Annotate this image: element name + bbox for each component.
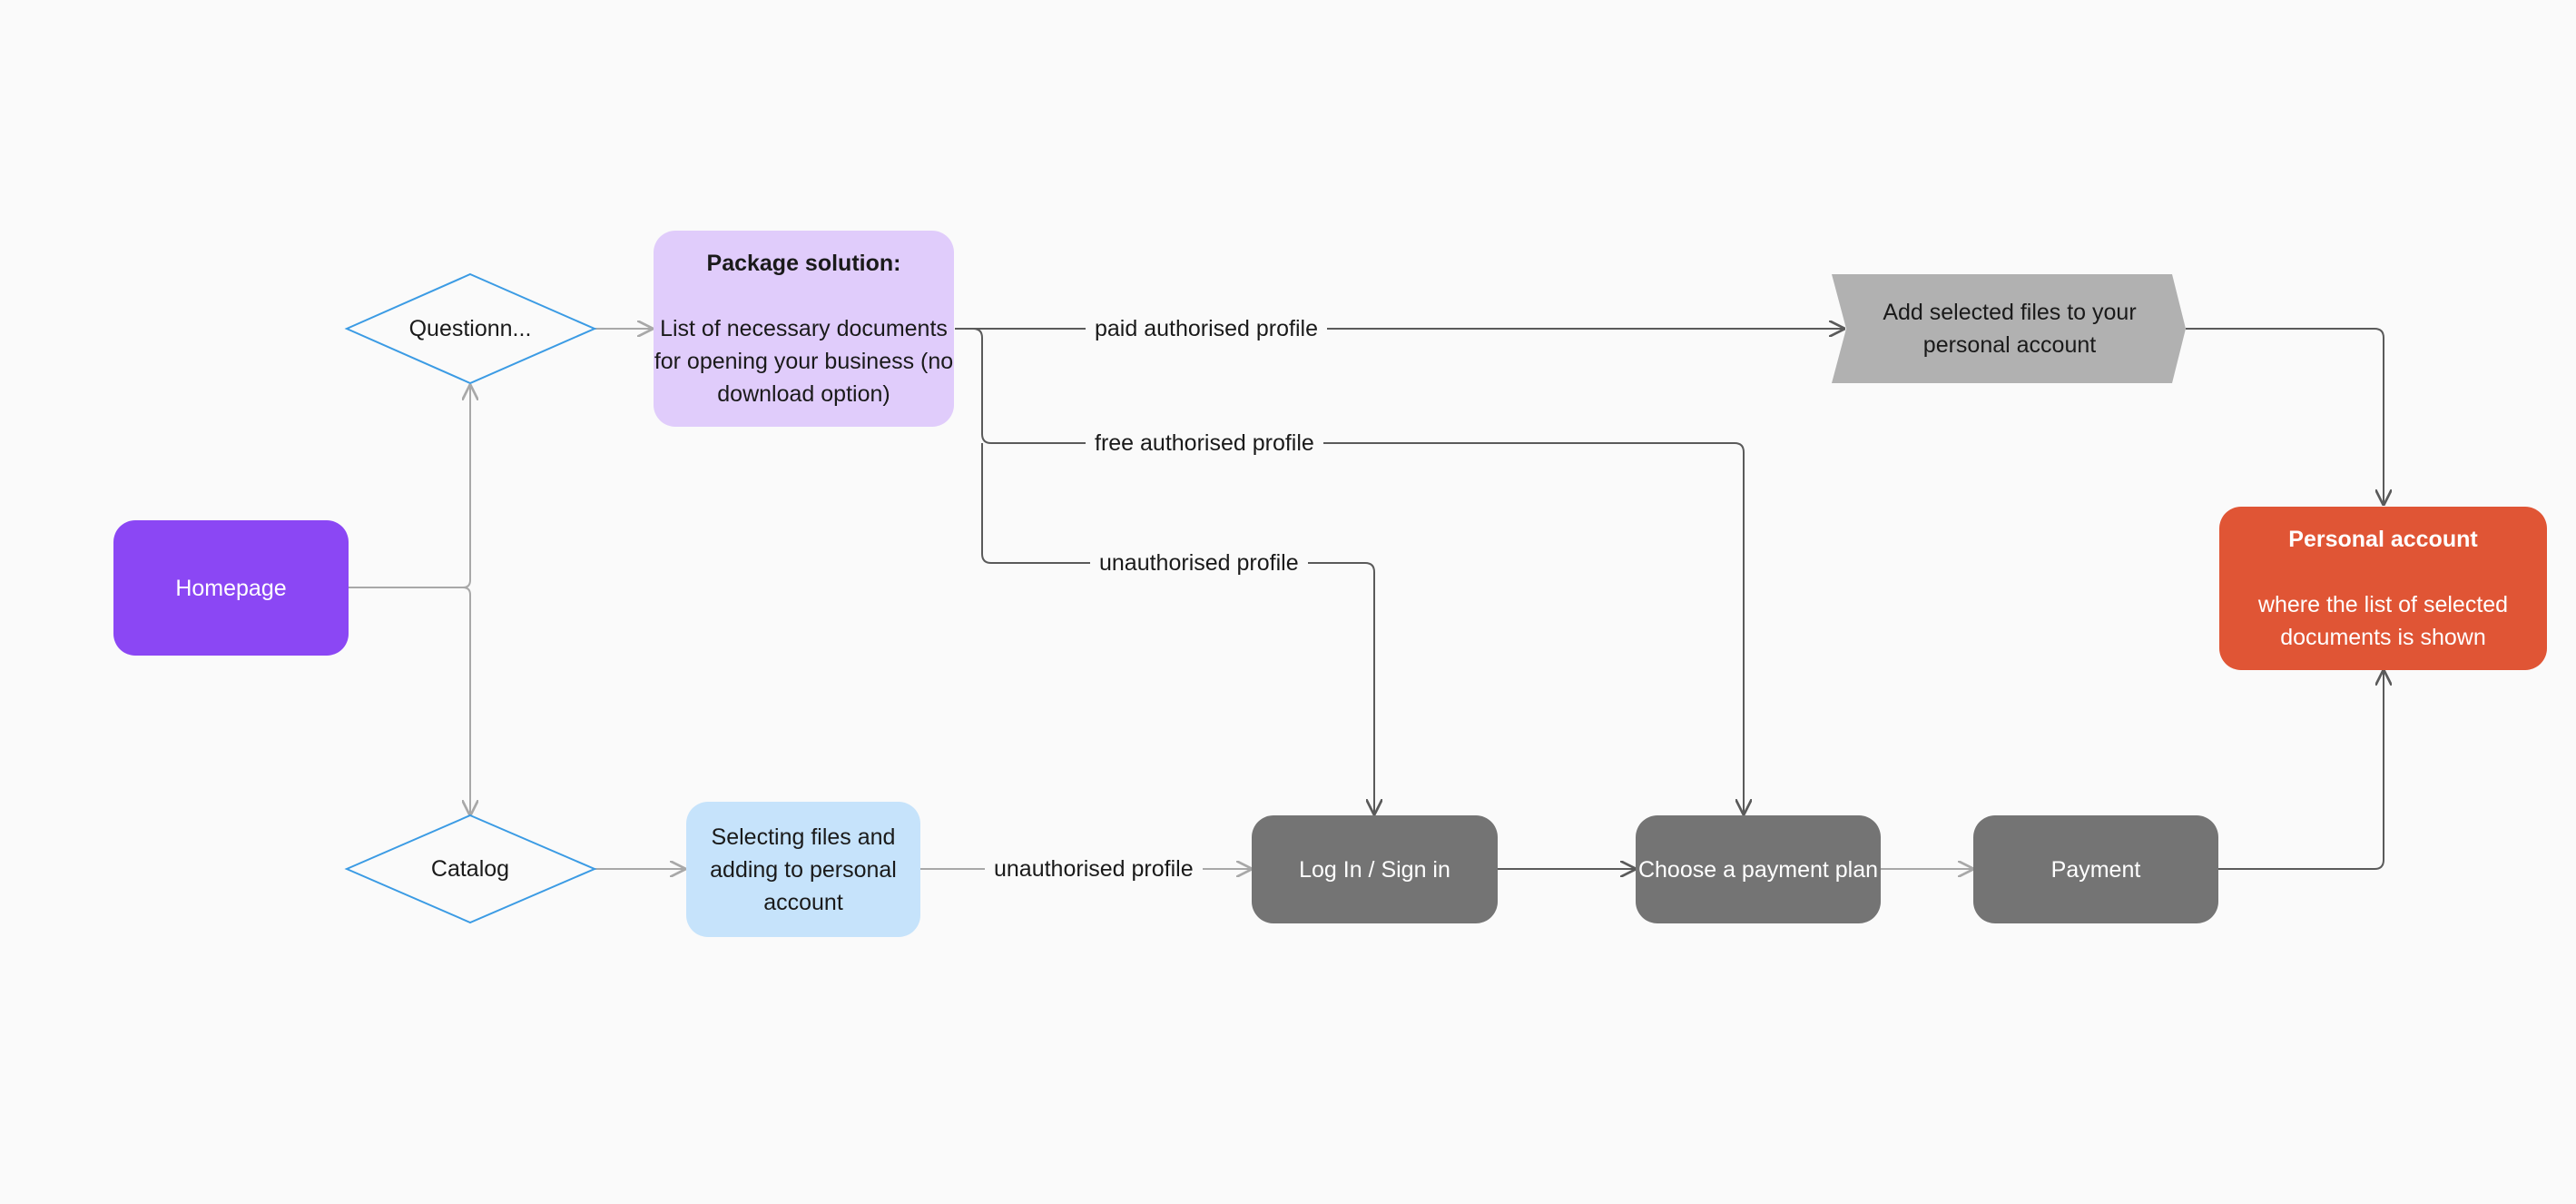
catalog-diamond[interactable]: [344, 814, 597, 924]
personal-account-line-1: where the list of selected: [2257, 592, 2509, 617]
package-title: Package solution:: [706, 251, 901, 276]
edge-package-unauth: [981, 443, 1374, 814]
package-line-1: List of necessary documents: [660, 316, 948, 341]
payment-label: Payment: [2050, 856, 2141, 883]
add-files-shape: [1832, 274, 2186, 383]
personal-account-line-2: documents is shown: [2280, 625, 2486, 650]
edge-package-free: [955, 328, 1744, 814]
package-line-3: download option): [717, 381, 890, 407]
edge-label-unauth-bottom: unauthorised profile: [985, 853, 1203, 885]
catalog-label: Catalog: [430, 856, 510, 882]
add-files-node[interactable]: Add selected files to your personal acco…: [1846, 274, 2173, 383]
payment-plan-node[interactable]: Choose a payment plan: [1636, 815, 1881, 923]
login-node[interactable]: Log In / Sign in: [1252, 815, 1498, 923]
payment-node[interactable]: Payment: [1973, 815, 2218, 923]
selecting-line-1: Selecting files and: [711, 824, 896, 850]
package-solution-node[interactable]: Package solution: List of necessary docu…: [654, 231, 954, 427]
payment-plan-label: Choose a payment plan: [1637, 856, 1879, 883]
add-files-line-2: personal account: [1922, 332, 2097, 358]
personal-account-node[interactable]: Personal account where the list of selec…: [2219, 507, 2547, 670]
edge-label-paid: paid authorised profile: [1086, 312, 1327, 345]
selecting-line-2: adding to personal: [710, 856, 897, 883]
selecting-files-node[interactable]: Selecting files and adding to personal a…: [686, 802, 920, 937]
questionnaire-label: Questionn...: [408, 316, 532, 341]
edge-homepage-to-catalog: [349, 587, 470, 814]
edge-homepage-to-questionnaire: [349, 386, 470, 588]
homepage-node[interactable]: Homepage: [113, 520, 349, 656]
add-files-line-1: Add selected files to your: [1883, 300, 2137, 325]
package-line-2: for opening your business (no: [654, 349, 954, 374]
questionnaire-diamond[interactable]: [344, 272, 597, 385]
personal-account-title: Personal account: [2288, 527, 2478, 552]
login-label: Log In / Sign in: [1299, 856, 1450, 883]
homepage-label: Homepage: [175, 575, 287, 601]
edge-payment-to-personal: [2218, 671, 2384, 870]
edge-label-unauth-top: unauthorised profile: [1090, 547, 1308, 579]
selecting-line-3: account: [763, 889, 843, 915]
edge-addfiles-to-personal: [2186, 328, 2384, 504]
edge-label-free: free authorised profile: [1086, 427, 1323, 459]
